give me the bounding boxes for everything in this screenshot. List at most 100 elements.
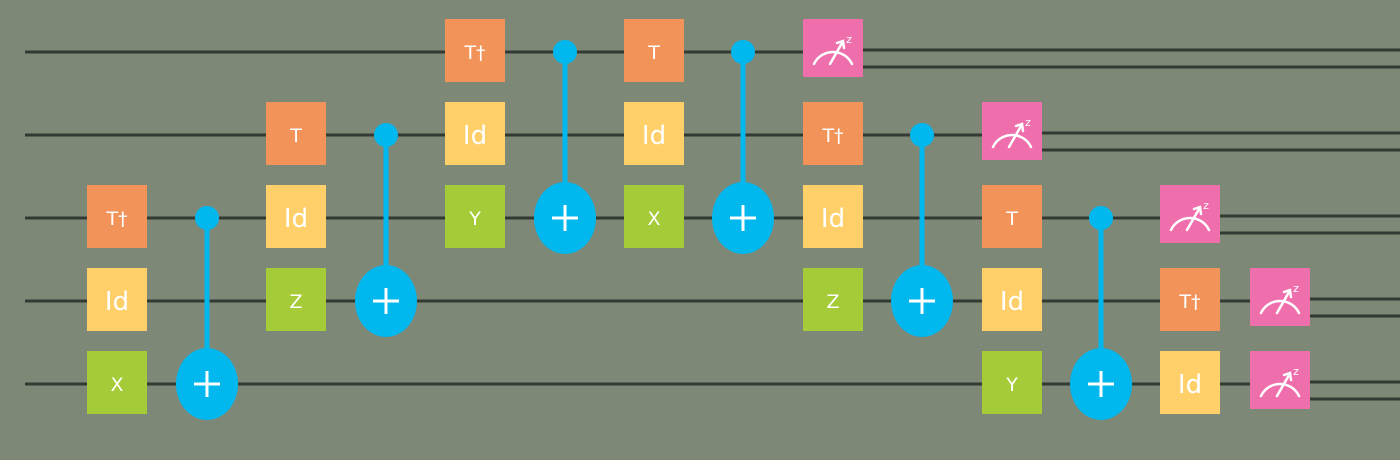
measure-gate: z xyxy=(982,102,1042,160)
measure-box xyxy=(982,102,1042,160)
gate-tdg: T† xyxy=(87,185,147,248)
measure-gate: z xyxy=(1250,268,1310,326)
meter-arc xyxy=(812,50,854,66)
measure-basis-label: z xyxy=(1293,365,1299,378)
gate-label: Id xyxy=(284,204,308,234)
measure-box xyxy=(803,19,863,77)
gate-tdg: T† xyxy=(1160,268,1220,331)
meter-needle xyxy=(1185,207,1201,232)
gate-tdg: T† xyxy=(803,102,863,165)
meter-needle xyxy=(1275,373,1291,398)
measure-basis-label: z xyxy=(1025,116,1031,129)
cnot-gate xyxy=(1070,206,1132,420)
gate-t: T xyxy=(982,185,1042,248)
meter-needle xyxy=(1007,124,1023,149)
measure-basis-label: z xyxy=(1293,282,1299,295)
gate-box xyxy=(803,185,863,248)
meter-icon xyxy=(991,122,1033,149)
gate-y: Y xyxy=(445,185,505,248)
measure-box xyxy=(1250,351,1310,409)
gate-label: X xyxy=(110,374,123,396)
cnot-control-dot xyxy=(374,123,398,147)
gate-box xyxy=(87,185,147,248)
gate-box xyxy=(624,185,684,248)
gate-z: Z xyxy=(266,268,326,331)
gate-box xyxy=(87,268,147,331)
meter-arc xyxy=(1259,382,1301,398)
meter-icon xyxy=(812,39,854,66)
gate-label: Y xyxy=(1005,374,1018,396)
gate-x: X xyxy=(624,185,684,248)
meter-arrowhead xyxy=(1192,205,1203,216)
gate-x: X xyxy=(87,351,147,414)
measure-gate: z xyxy=(1160,185,1220,243)
cnot-target xyxy=(355,265,417,337)
gate-box xyxy=(87,351,147,414)
gate-id: Id xyxy=(1160,351,1220,414)
gate-box xyxy=(982,351,1042,414)
cnot-control-dot xyxy=(1089,206,1113,230)
gate-label: T† xyxy=(821,125,843,147)
meter-arc xyxy=(1259,299,1301,315)
gate-label: Id xyxy=(105,287,129,317)
cnot-target xyxy=(1070,348,1132,420)
cnot-gate xyxy=(176,206,238,420)
gate-box xyxy=(1160,268,1220,331)
gate-label: Id xyxy=(463,121,487,151)
gate-t: T xyxy=(624,19,684,82)
meter-icon xyxy=(1169,205,1211,232)
gate-box xyxy=(266,185,326,248)
measure-basis-label: z xyxy=(1203,199,1209,212)
gate-label: T xyxy=(647,42,660,64)
gate-box xyxy=(982,185,1042,248)
gate-box xyxy=(266,268,326,331)
gate-id: Id xyxy=(624,102,684,165)
meter-arrowhead xyxy=(1282,288,1293,299)
gate-id: Id xyxy=(87,268,147,331)
cnot-gate xyxy=(355,123,417,337)
cnot-target xyxy=(891,265,953,337)
gate-label: Z xyxy=(826,291,839,313)
measure-box xyxy=(1160,185,1220,243)
gate-z: Z xyxy=(803,268,863,331)
cnot-target xyxy=(534,182,596,254)
gate-box xyxy=(624,19,684,82)
gate-label: Id xyxy=(1178,370,1202,400)
gate-label: Id xyxy=(821,204,845,234)
gate-label: Z xyxy=(289,291,302,313)
meter-icon xyxy=(1259,288,1301,315)
gate-label: Id xyxy=(642,121,666,151)
gate-box xyxy=(803,102,863,165)
meter-needle xyxy=(828,41,844,66)
measure-gate: z xyxy=(1250,351,1310,409)
meter-arc xyxy=(991,133,1033,149)
meter-arrowhead xyxy=(1282,371,1293,382)
gate-label: Y xyxy=(468,208,481,230)
gate-label: X xyxy=(647,208,660,230)
gate-label: T† xyxy=(463,42,485,64)
cnot-gate xyxy=(891,123,953,337)
meter-arrowhead xyxy=(835,39,846,50)
cnot-control-dot xyxy=(195,206,219,230)
cnot-target xyxy=(176,348,238,420)
gate-box xyxy=(803,268,863,331)
gate-id: Id xyxy=(803,185,863,248)
cnot-target xyxy=(712,182,774,254)
measure-basis-label: z xyxy=(846,33,852,46)
gate-box xyxy=(982,268,1042,331)
gate-box xyxy=(266,102,326,165)
gate-id: Id xyxy=(445,102,505,165)
gate-label: T† xyxy=(105,208,127,230)
meter-arrowhead xyxy=(1014,122,1025,133)
gate-box xyxy=(445,185,505,248)
gate-id: Id xyxy=(982,268,1042,331)
measure-box xyxy=(1250,268,1310,326)
gate-y: Y xyxy=(982,351,1042,414)
cnot-control-dot xyxy=(731,40,755,64)
meter-icon xyxy=(1259,371,1301,398)
measure-gate: z xyxy=(803,19,863,77)
gate-tdg: T† xyxy=(445,19,505,82)
gate-box xyxy=(445,19,505,82)
cnot-control-dot xyxy=(910,123,934,147)
